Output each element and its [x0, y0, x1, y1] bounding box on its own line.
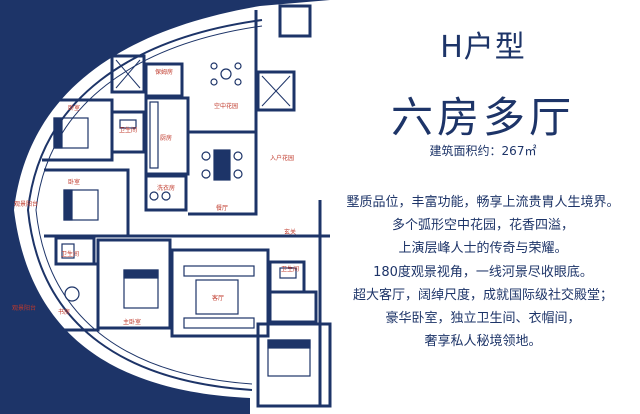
label-bedroom-2: 卧室	[68, 178, 80, 186]
label-kitchen: 厨房	[160, 134, 172, 142]
label-bathroom-3: 卫生间	[281, 265, 299, 273]
unit-type-title: H户型	[440, 30, 526, 65]
description-line: 180度观景视角，一线河景尽收眼底。	[373, 264, 593, 280]
description-line: 多个弧形空中花园，花香四溢，	[391, 218, 574, 234]
label-laundry: 洗衣房	[157, 184, 175, 192]
curtain-wall-outer	[26, 19, 263, 391]
description-line: 超大客厅，阔绰尺度，成就国际级社交殿堂；	[352, 287, 613, 303]
label-bathroom-2: 卫生间	[61, 250, 79, 258]
label-bathroom-1: 卫生间	[119, 126, 137, 134]
label-bedroom-1: 卧室	[68, 104, 80, 112]
elevator-icon	[261, 75, 291, 107]
label-living: 客厅	[212, 294, 224, 302]
layout-headline: 六房多厅	[390, 93, 575, 142]
description-line: 奢享私人秘境领地。	[424, 334, 542, 350]
curtain-wall-inner	[35, 25, 263, 385]
label-dining: 餐厅	[216, 204, 228, 212]
label-sky-garden: 空中花园	[214, 102, 238, 110]
label-nanny-room: 保姆房	[155, 68, 173, 76]
walls	[42, 4, 332, 408]
description-line: 墅质品位，丰富功能，畅享上流贵胄人生境界。	[346, 195, 620, 210]
info-panel: H户型 六房多厅 建筑面积约：267㎡ 墅质品位，丰富功能，畅享上流贵胄人生境界…	[326, 0, 640, 414]
label-foyer: 玄关	[284, 228, 296, 236]
label-view-balcony-1: 观景阳台	[14, 200, 38, 208]
label-master-bedroom: 主卧室	[123, 318, 141, 326]
label-view-balcony-2: 观景阳台	[12, 304, 36, 312]
stair-icon	[115, 59, 141, 89]
label-study: 书房	[58, 308, 70, 316]
furniture	[53, 62, 311, 377]
description-list: 墅质品位，丰富功能，畅享上流贵胄人生境界。 多个弧形空中花园，花香四溢， 上演层…	[326, 191, 640, 353]
description-line: 上演层峰人士的传奇与荣耀。	[398, 241, 568, 257]
description-line: 豪华卧室，独立卫生间、衣帽间，	[385, 311, 581, 327]
floor-area: 建筑面积约：267㎡	[429, 144, 537, 158]
label-entry-garden: 入户花园	[270, 154, 294, 162]
room-labels: 保姆房 空中花园 卧室 卫生间 厨房 入户花园 卧室 洗衣房 餐厅 观景阳台 玄…	[12, 68, 299, 326]
